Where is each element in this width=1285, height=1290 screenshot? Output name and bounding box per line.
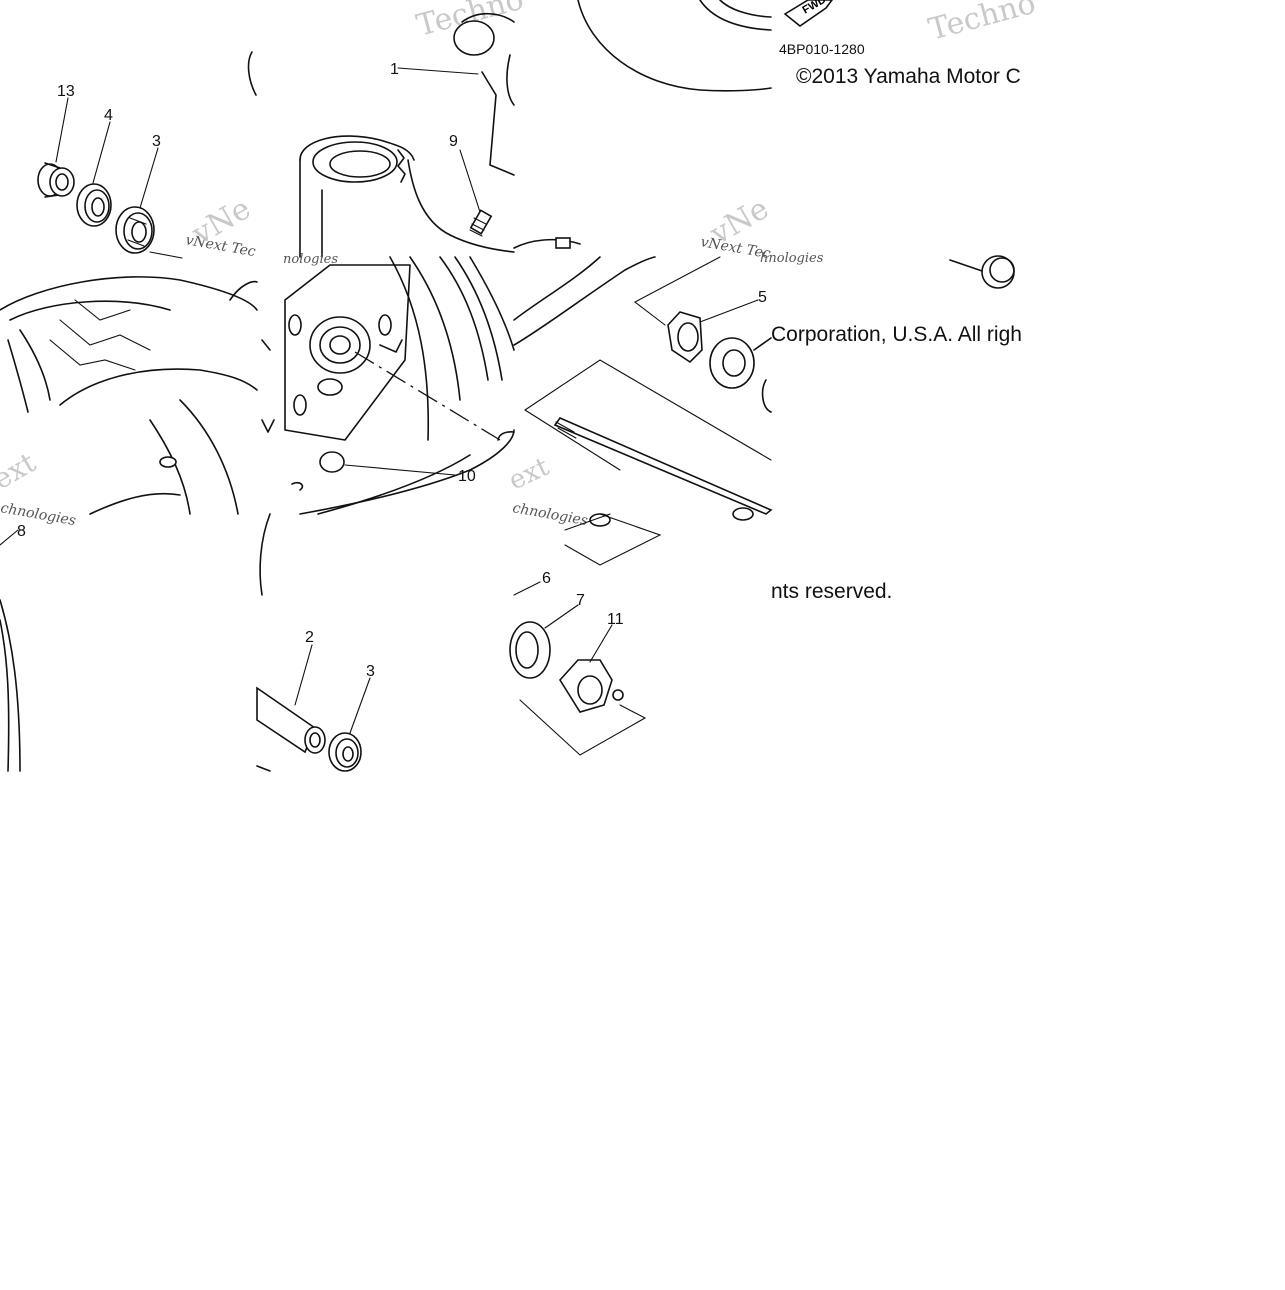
- valve-9: [459, 149, 493, 237]
- callout-6: 6: [542, 570, 551, 587]
- watermark-nologies: nologies: [283, 252, 338, 267]
- callout-3-lower: 3: [366, 663, 375, 680]
- callout-9: 9: [449, 133, 458, 150]
- fwd-arrow: FWD: [783, 0, 833, 27]
- tile-top-center: Techno 1 9: [299, 0, 527, 258]
- callout-4: 4: [104, 107, 113, 124]
- tile-bottom-center: 2 3: [256, 513, 375, 772]
- bearing-3-lower: [328, 677, 371, 772]
- collar-7: [509, 604, 579, 679]
- collar-2: [256, 644, 326, 754]
- callout-10: 10: [458, 468, 476, 485]
- collar-13: [37, 162, 75, 198]
- bearing-4: [76, 183, 112, 227]
- watermark-ext-2: ext: [504, 452, 554, 497]
- callout-2: 2: [305, 629, 314, 646]
- tile-top-right-2: FWD 4BP010-1280 ©2013 Yamaha Motor C Tec…: [779, 0, 1039, 88]
- tile-bottom-left: 8: [0, 523, 26, 772]
- watermark-ext-1: ext: [0, 445, 42, 496]
- tile-bottom-right-2: nts reserved.: [771, 580, 892, 603]
- tile-middle-right-2: Corporation, U.S.A. All righ: [771, 255, 1022, 346]
- copyright-line-3: nts reserved.: [771, 580, 892, 603]
- callout-13: 13: [57, 83, 75, 100]
- oil-seal: [709, 337, 772, 389]
- watermark-techno-2: Techno: [925, 0, 1039, 48]
- bearing-3-upper: [115, 206, 155, 254]
- wheel-hub: [261, 264, 411, 441]
- nut-11: [519, 624, 647, 756]
- tile-middle-right-1: 5 ext chnologies vNext Tec hnologies vNe: [504, 191, 823, 529]
- tile-middle-left: ext chnologies: [0, 276, 258, 529]
- callout-8: 8: [17, 523, 26, 540]
- tile-middle-center: 10 nologies: [261, 252, 515, 515]
- tire-section: [299, 135, 515, 258]
- figure-code: 4BP010-1280: [779, 41, 865, 57]
- copyright-line-2: Corporation, U.S.A. All righ: [771, 323, 1022, 346]
- axle: [524, 359, 773, 521]
- tile-top-left: 13 4 3 vNext Tec vNe: [37, 51, 257, 260]
- tile-bottom-right-1: 6 7 11: [509, 513, 662, 756]
- copyright-line-1: ©2013 Yamaha Motor C: [796, 65, 1021, 88]
- tile-top-right-1: [513, 0, 772, 249]
- callout-3-upper: 3: [152, 133, 161, 150]
- bolt: [949, 255, 1015, 289]
- watermark-hnologies: hnologies: [760, 251, 824, 266]
- callout-11: 11: [607, 611, 624, 628]
- collar-5: [667, 299, 759, 364]
- callout-5: 5: [758, 289, 767, 306]
- watermark-technologies-2: chnologies: [511, 500, 589, 529]
- callout-1: 1: [390, 61, 399, 78]
- spacer-10: [319, 451, 456, 476]
- callout-7: 7: [576, 592, 585, 609]
- watermark-technologies-1: chnologies: [0, 500, 77, 529]
